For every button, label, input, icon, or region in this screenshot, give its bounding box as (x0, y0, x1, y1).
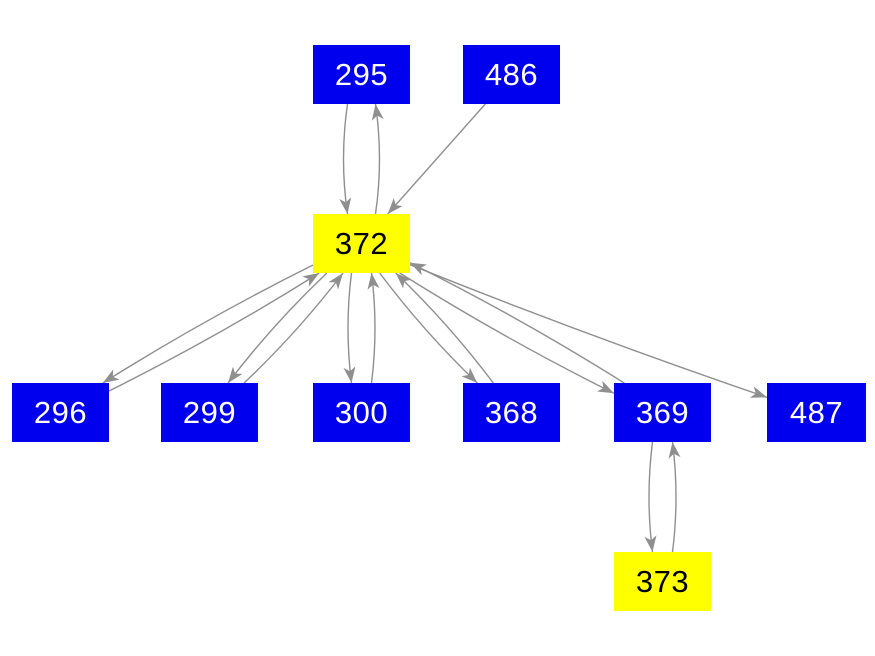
edge-373-to-369 (668, 441, 681, 553)
graph-node-label: 296 (33, 395, 88, 430)
edge-372-to-300 (343, 272, 356, 384)
edge-372-to-368 (379, 272, 478, 384)
edge-372-to-487 (409, 264, 768, 398)
edge-296-to-372 (108, 272, 320, 392)
edge-295-to-372 (339, 103, 352, 215)
graph-node-label: 369 (635, 395, 690, 430)
edge-368-to-372 (395, 272, 494, 384)
graph-node-487[interactable]: 487 (767, 383, 866, 442)
edge-372-to-295 (371, 103, 384, 215)
graph-node-label: 299 (182, 395, 237, 430)
graph-node-372[interactable]: 372 (313, 214, 410, 273)
graph-node-label: 486 (484, 57, 539, 92)
graph-node-label: 368 (484, 395, 539, 430)
graph-node-label: 373 (635, 564, 690, 599)
edge-369-to-373 (644, 441, 657, 553)
edge-369-to-372 (409, 262, 625, 384)
edge-372-to-296 (102, 264, 314, 384)
graph-node-label: 295 (334, 57, 389, 92)
edge-372-to-369 (399, 272, 615, 394)
graph-node-299[interactable]: 299 (161, 383, 258, 442)
graph-node-486[interactable]: 486 (463, 45, 560, 104)
graph-node-368[interactable]: 368 (463, 383, 560, 442)
graph-node-295[interactable]: 295 (313, 45, 410, 104)
graph-node-369[interactable]: 369 (614, 383, 711, 442)
graph-node-300[interactable]: 300 (313, 383, 410, 442)
graph-node-296[interactable]: 296 (12, 383, 109, 442)
graph-node-label: 300 (334, 395, 389, 430)
graph-node-373[interactable]: 373 (614, 552, 711, 611)
graph-node-label: 372 (334, 226, 389, 261)
graph-node-label: 487 (789, 395, 844, 430)
edge-372-to-299 (227, 272, 328, 384)
edge-299-to-372 (243, 272, 344, 384)
edge-486-to-372 (387, 103, 486, 215)
edge-300-to-372 (367, 272, 380, 384)
